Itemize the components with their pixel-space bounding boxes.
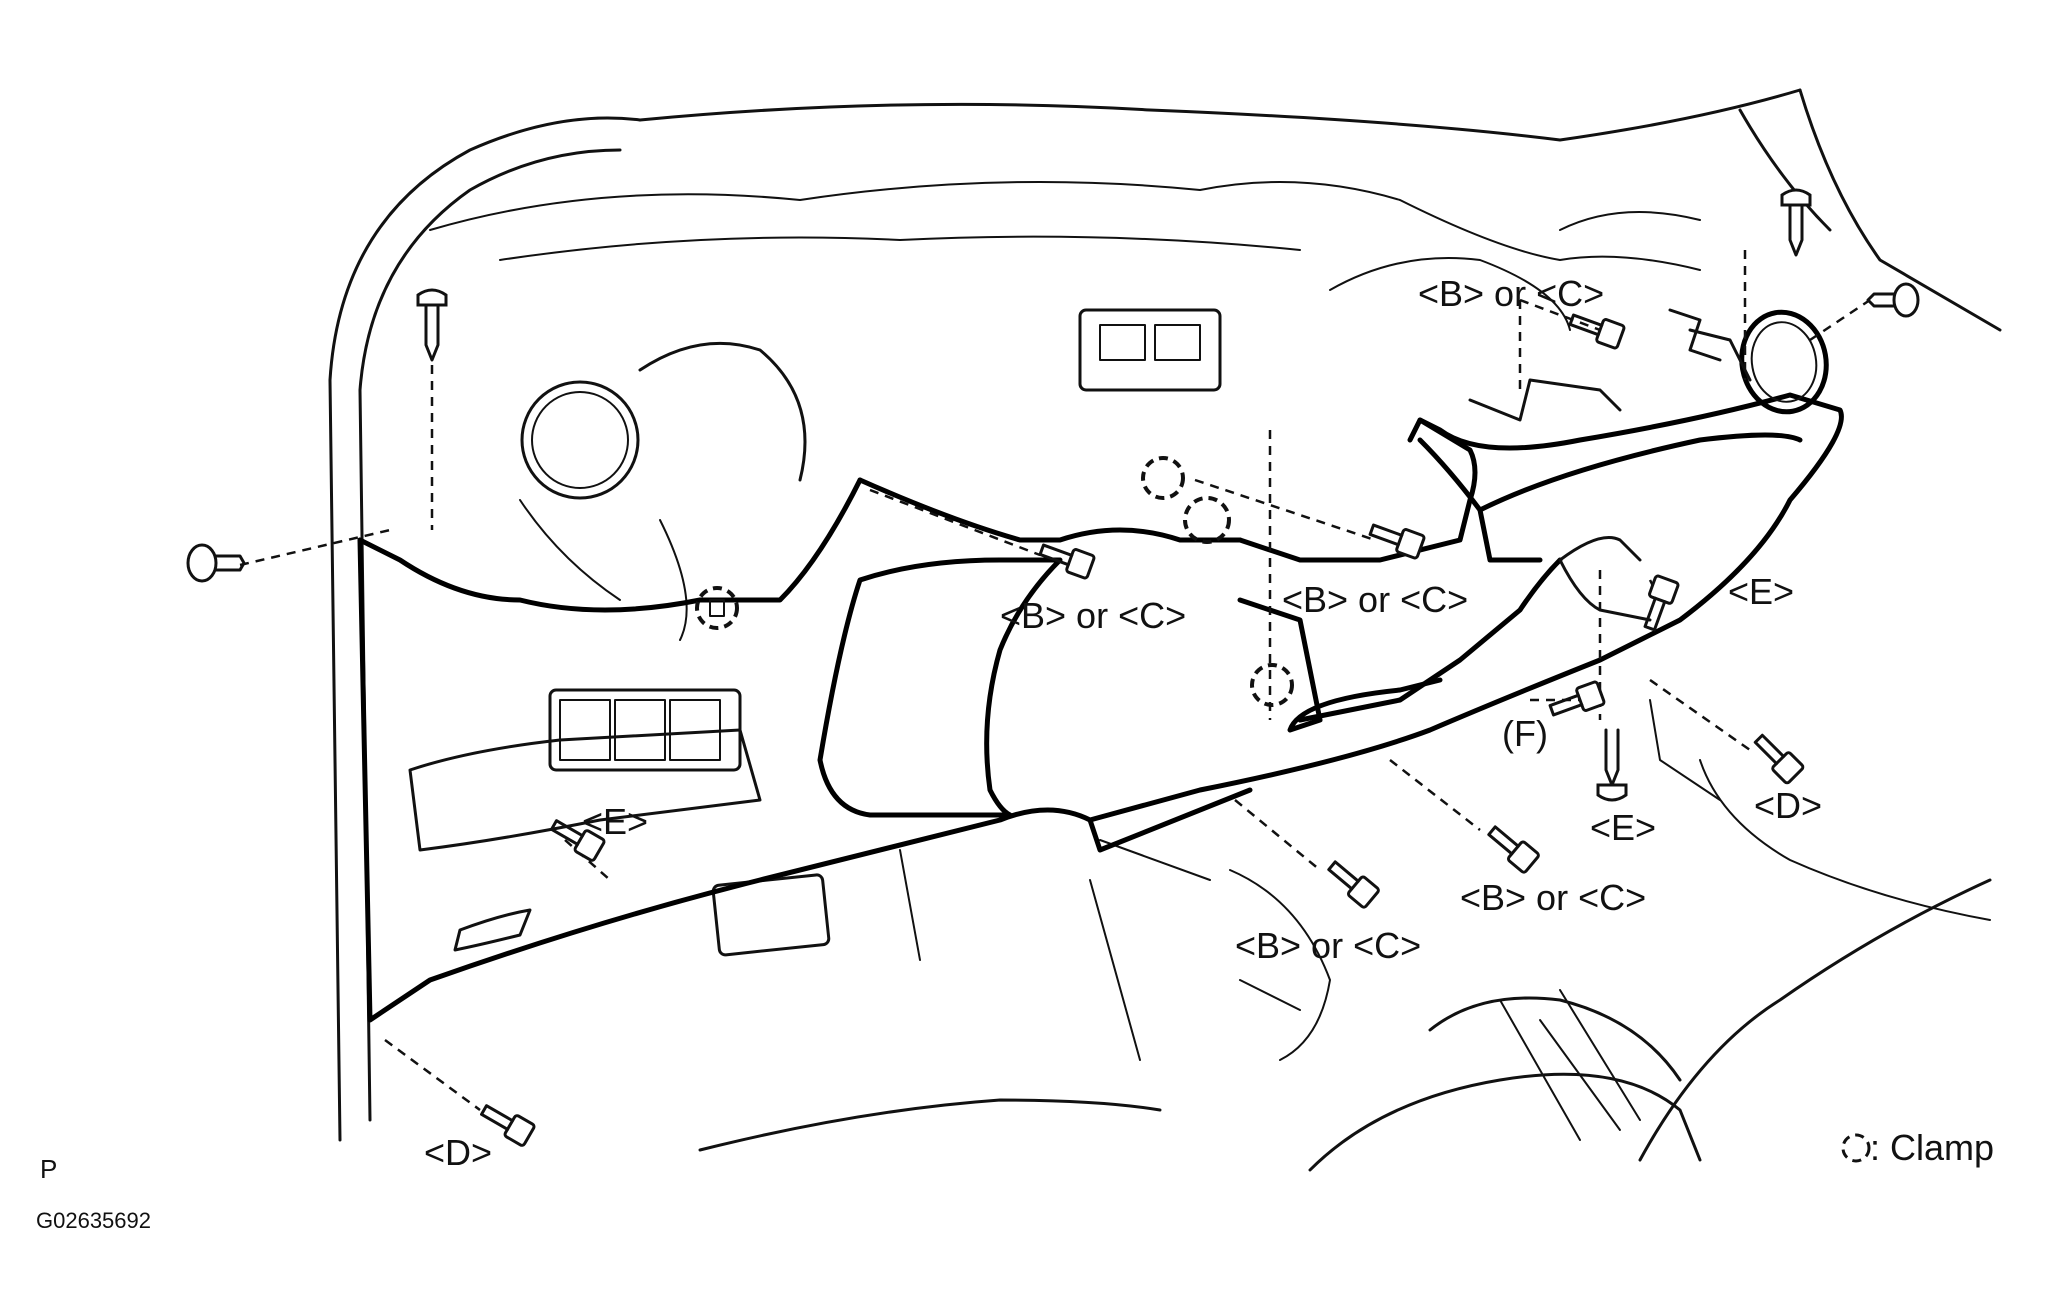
screw-icon — [416, 288, 448, 362]
corner-mark: P — [40, 1154, 57, 1184]
callout-f: (F) — [1502, 713, 1548, 754]
clamp-marker — [1183, 496, 1231, 544]
callout-e-lower: <E> — [1590, 807, 1656, 848]
callout-d-left: <D> — [424, 1132, 492, 1173]
clip-icon — [186, 543, 246, 583]
callout-bc-center: <B> or <C> — [1282, 579, 1468, 620]
callout-bc-left: <B> or <C> — [1000, 595, 1186, 636]
callout-bc-top-right: <B> or <C> — [1418, 273, 1604, 314]
bolt-icon — [1643, 574, 1680, 632]
bolt-icon — [480, 1104, 536, 1147]
instrument-panel-assembly — [357, 308, 1844, 1023]
screw-icon — [1780, 188, 1812, 257]
fasteners — [186, 188, 1920, 1147]
callout-bc-lower-center: <B> or <C> — [1235, 925, 1421, 966]
bolt-icon — [1487, 825, 1540, 874]
bolt-icon — [1327, 860, 1380, 909]
callout-e-right: <E> — [1728, 571, 1794, 612]
bolt-icon — [1753, 733, 1805, 785]
callout-e-left: <E> — [582, 801, 648, 842]
clamp-marker — [1141, 456, 1185, 500]
callout-labels: <B> or <C> <B> or <C> <B> or <C> <B> or … — [424, 273, 1822, 1173]
bolt-icon — [1548, 680, 1606, 717]
clamp-marker — [1250, 663, 1294, 707]
legend-clamp-symbol — [1841, 1133, 1871, 1163]
figure-id: G02635692 — [36, 1208, 151, 1233]
clamp-marker — [695, 586, 739, 630]
screw-icon — [1596, 728, 1628, 802]
leader-lines — [239, 250, 1871, 1112]
clip-icon — [1866, 282, 1920, 318]
clamp-markers — [695, 456, 1294, 707]
bolt-icon — [1368, 523, 1426, 560]
callout-d-right: <D> — [1754, 785, 1822, 826]
callout-bc-lower-right: <B> or <C> — [1460, 877, 1646, 918]
legend-clamp-label: : Clamp — [1870, 1127, 1994, 1168]
bolt-icon — [550, 819, 606, 862]
vehicle-outline — [328, 88, 2002, 1172]
legend: : Clamp — [1841, 1127, 1994, 1168]
bolt-icon — [1038, 543, 1096, 580]
bolt-icon — [1568, 313, 1626, 350]
